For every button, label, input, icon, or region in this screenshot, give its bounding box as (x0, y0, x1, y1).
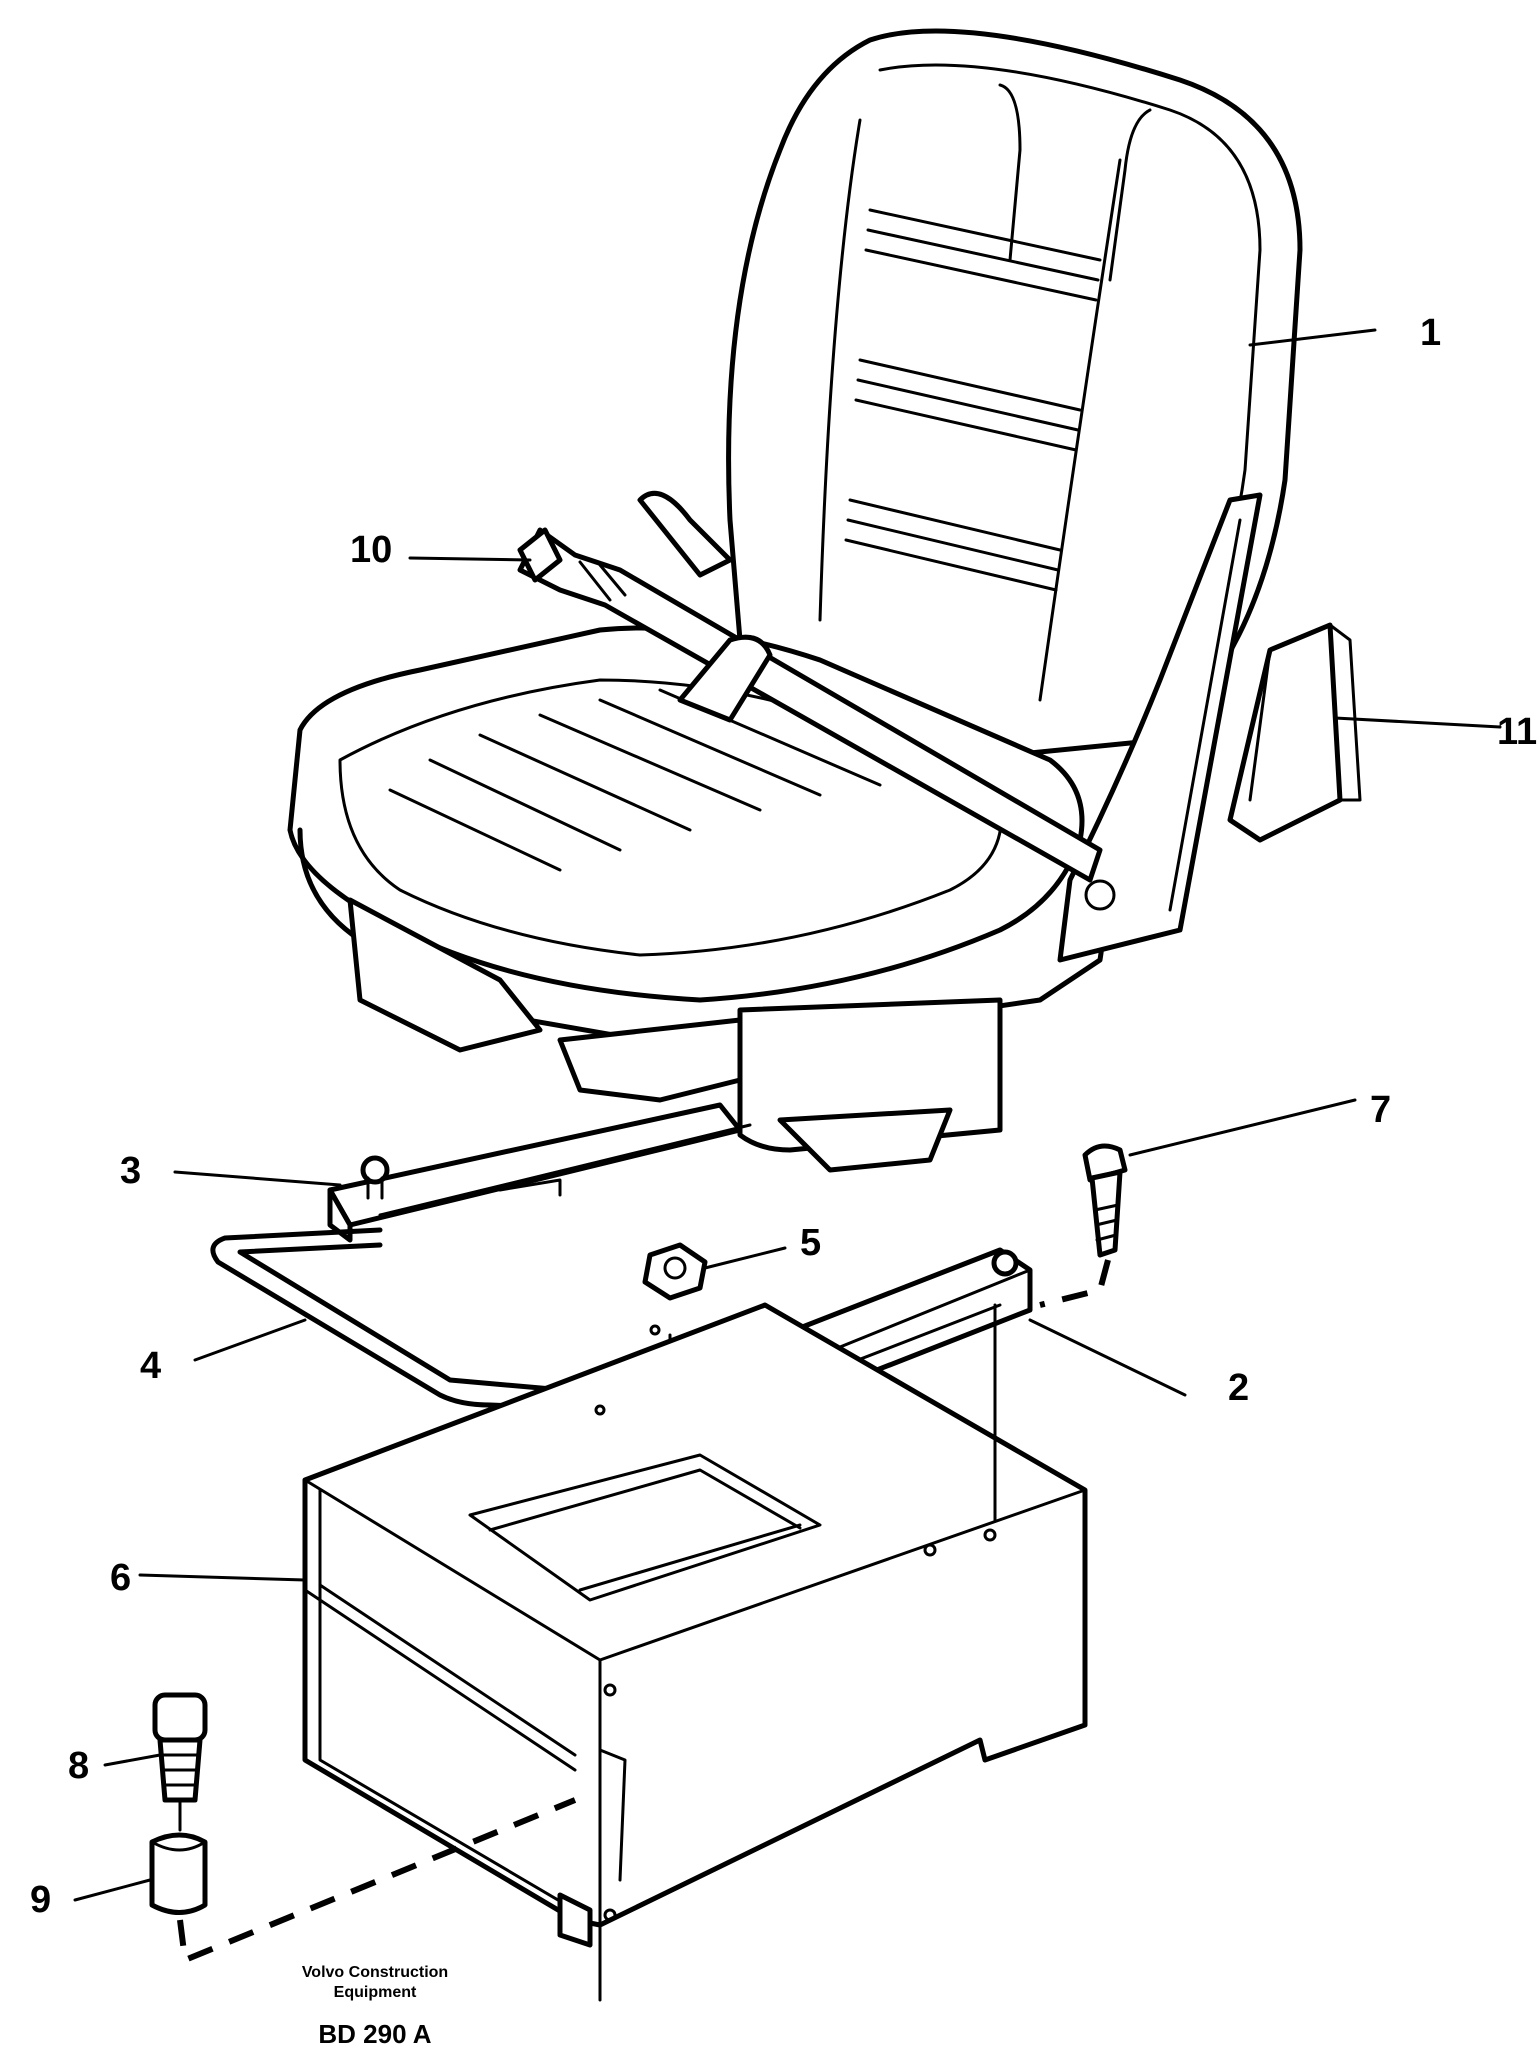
callout-10: 10 (350, 529, 392, 571)
seat-suspension (347, 897, 1003, 1173)
left-slide-rail (327, 1102, 752, 1243)
callout-7: 7 (1370, 1089, 1391, 1131)
callout-6: 6 (110, 1557, 131, 1599)
callout-8: 8 (68, 1745, 89, 1787)
seat-side-bracket (1057, 492, 1263, 963)
seat-base-box (302, 1302, 1088, 2002)
caption-code: BD 290 A (318, 2019, 431, 2049)
adjustment-handle-bar (210, 1227, 623, 1413)
nut (642, 1242, 708, 1301)
caption-maker-line2: Equipment (334, 1984, 417, 2001)
seat-belt (517, 490, 1103, 883)
callout-1: 1 (1420, 312, 1441, 354)
callout-4: 4 (140, 1345, 161, 1387)
callout-labels: 1 2 3 4 5 6 7 8 9 10 11 (30, 312, 1537, 1921)
screw (1039, 1143, 1128, 1308)
callout-2: 2 (1228, 1367, 1249, 1409)
callout-11: 11 (1497, 711, 1537, 753)
callout-3: 3 (120, 1150, 141, 1192)
bolt (152, 1692, 208, 1832)
caption-maker-line1: Volvo Construction (302, 1964, 448, 1981)
caption-block: Volvo Construction Equipment BD 290 A (302, 1964, 448, 2049)
side-cover (1227, 622, 1362, 843)
leader-lines (73, 328, 1502, 1902)
callout-9: 9 (30, 1879, 51, 1921)
callout-5: 5 (800, 1222, 821, 1264)
spacer (149, 1797, 577, 1965)
